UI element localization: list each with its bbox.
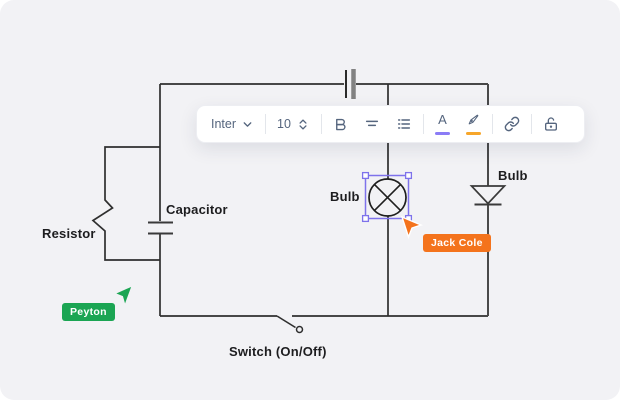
label-capacitor[interactable]: Capacitor: [166, 202, 228, 217]
highlight-color-swatch: [465, 132, 481, 135]
diode-triangle: [469, 185, 507, 205]
bulb-lamp-symbol[interactable]: [368, 178, 407, 217]
selection-handle-nw[interactable]: [361, 171, 370, 180]
link-icon: [504, 116, 520, 132]
font-size-control[interactable]: 10: [275, 113, 312, 136]
align-center-icon: [365, 120, 378, 127]
resistor-symbol[interactable]: [91, 146, 160, 261]
toolbar-divider: [422, 114, 424, 134]
chevron-down-icon: [243, 121, 252, 127]
label-bulb-right[interactable]: Bulb: [498, 168, 528, 183]
highlight-button[interactable]: [464, 109, 483, 139]
align-center-button[interactable]: [362, 112, 382, 136]
link-button[interactable]: [502, 112, 522, 136]
chevrons-up-down-icon[interactable]: [296, 117, 310, 132]
toolbar-divider: [265, 114, 267, 134]
selection-handle-sw[interactable]: [361, 214, 370, 223]
text-format-toolbar: Inter 10 A: [196, 105, 585, 143]
label-resistor[interactable]: Resistor: [42, 226, 96, 241]
bold-icon: [335, 118, 346, 130]
label-switch[interactable]: Switch (On/Off): [229, 344, 327, 359]
bold-button[interactable]: [331, 113, 350, 136]
peyton-name-badge: Peyton: [62, 303, 115, 321]
unlock-icon: [544, 117, 557, 131]
peyton-cursor-icon: [111, 284, 135, 313]
font-family-value: Inter: [211, 117, 237, 131]
bulb-diode-symbol[interactable]: [469, 185, 507, 206]
toolbar-divider: [491, 114, 493, 134]
jack-cole-cursor-icon: [399, 215, 425, 246]
bullet-list-button[interactable]: [394, 112, 414, 136]
font-size-value: 10: [277, 117, 291, 131]
switch-contact[interactable]: [295, 325, 304, 334]
battery-symbol[interactable]: [345, 69, 356, 99]
toolbar-divider: [320, 114, 322, 134]
selection-outline[interactable]: [364, 174, 410, 220]
highlighter-icon: [469, 114, 479, 125]
text-color-button[interactable]: A: [433, 109, 452, 139]
lock-button[interactable]: [541, 112, 561, 136]
selection-box[interactable]: [361, 171, 413, 223]
font-family-select[interactable]: Inter: [209, 113, 256, 135]
selection-handle-ne[interactable]: [404, 171, 413, 180]
jack-cole-name-badge: Jack Cole: [423, 234, 491, 252]
text-color-letter: A: [438, 112, 447, 127]
switch-lever[interactable]: [276, 315, 296, 329]
bulb-cross: [373, 183, 402, 212]
bulb-circle[interactable]: [368, 178, 407, 217]
capacitor-symbol[interactable]: [148, 221, 173, 235]
label-bulb-center[interactable]: Bulb: [330, 189, 360, 204]
toolbar-divider: [530, 114, 532, 134]
text-color-swatch: [434, 132, 450, 135]
bullet-list-icon: [397, 119, 410, 129]
switch-symbol[interactable]: [276, 315, 304, 334]
